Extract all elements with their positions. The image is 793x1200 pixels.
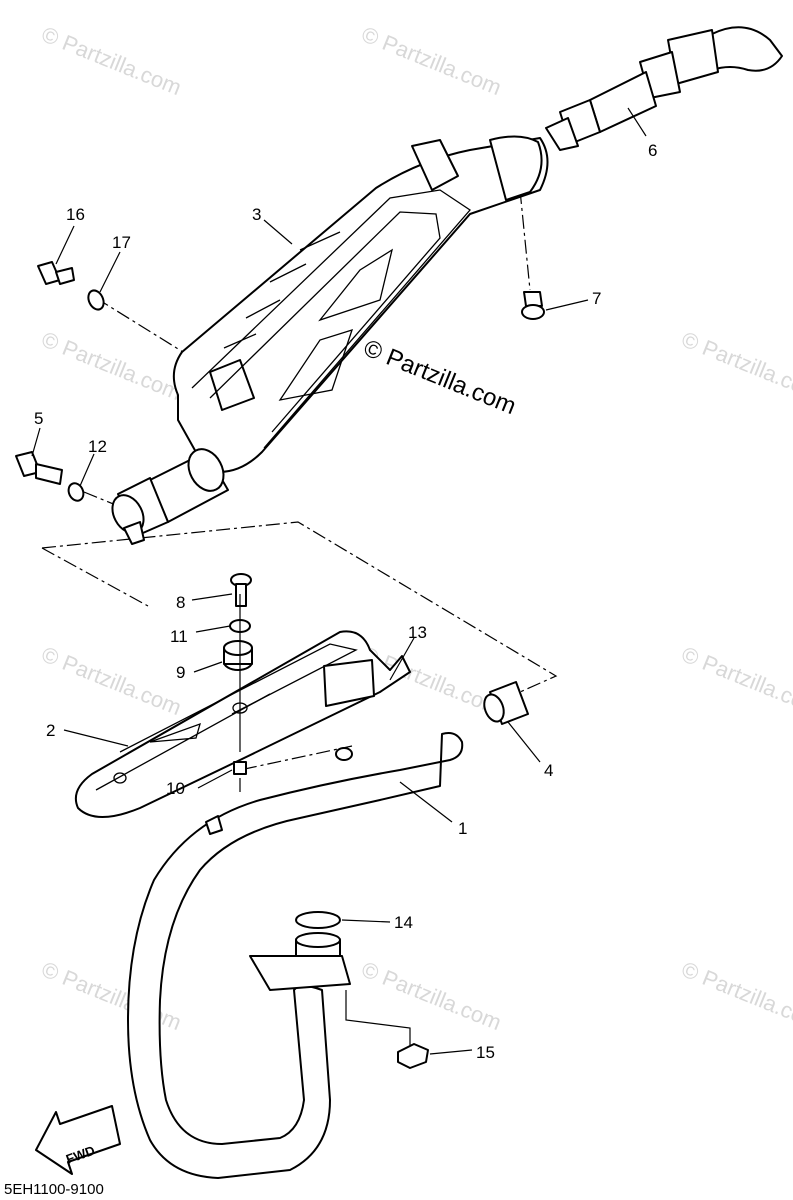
exhaust-pipe-part	[127, 732, 464, 1179]
bolt-16-part	[37, 261, 75, 285]
callout-17: 17	[112, 233, 131, 252]
callout-7: 7	[592, 289, 601, 308]
callout-4: 4	[544, 761, 553, 780]
diagram-code: 5EH1100-9100	[4, 1181, 104, 1198]
callout-6: 6	[648, 141, 657, 160]
watermark: © Partzilla.com	[38, 326, 185, 405]
callout-16: 16	[66, 205, 85, 224]
watermark: © Partzilla.com	[358, 21, 505, 100]
callout-2: 2	[46, 721, 55, 740]
callout-9: 9	[176, 663, 185, 682]
gasket-4-part	[483, 681, 529, 725]
bolt-7-part	[521, 291, 545, 320]
grommet-9-part	[223, 640, 253, 671]
tail-pipe-part	[545, 26, 783, 151]
callout-12: 12	[88, 437, 107, 456]
callout-labels: 1 2 3 4 5 6 7 8 9 10 11 12 13 14 15 16 1…	[34, 141, 657, 1062]
callout-14: 14	[394, 913, 413, 932]
watermark: © Partzilla.com	[358, 956, 505, 1035]
protector-part	[74, 630, 411, 818]
callout-3: 3	[252, 205, 261, 224]
bolt-8-part	[230, 573, 252, 607]
washer-17-part	[87, 289, 105, 311]
watermark: © Partzilla.com	[678, 326, 793, 405]
callout-11: 11	[170, 627, 188, 646]
bolt-5-part	[15, 451, 63, 485]
callout-10: 10	[166, 779, 185, 798]
watermark: © Partzilla.com	[38, 21, 185, 100]
leader-lines	[31, 107, 647, 1055]
center-watermark: © Partzilla.com	[360, 335, 520, 421]
collar-10-part	[233, 761, 247, 775]
watermark: © Partzilla.com	[678, 956, 793, 1035]
callout-13: 13	[408, 623, 427, 642]
callout-8: 8	[176, 593, 185, 612]
washer-12-part	[67, 482, 85, 502]
watermark: © Partzilla.com	[38, 641, 185, 720]
fwd-arrow-icon: FWD	[35, 1105, 121, 1175]
callout-1: 1	[458, 819, 467, 838]
watermark: © Partzilla.com	[678, 641, 793, 720]
callout-5: 5	[34, 409, 43, 428]
callout-15: 15	[476, 1043, 495, 1062]
muffler-part	[111, 135, 549, 545]
nut-15-part	[397, 1043, 429, 1069]
mounting-lines	[239, 594, 411, 1046]
